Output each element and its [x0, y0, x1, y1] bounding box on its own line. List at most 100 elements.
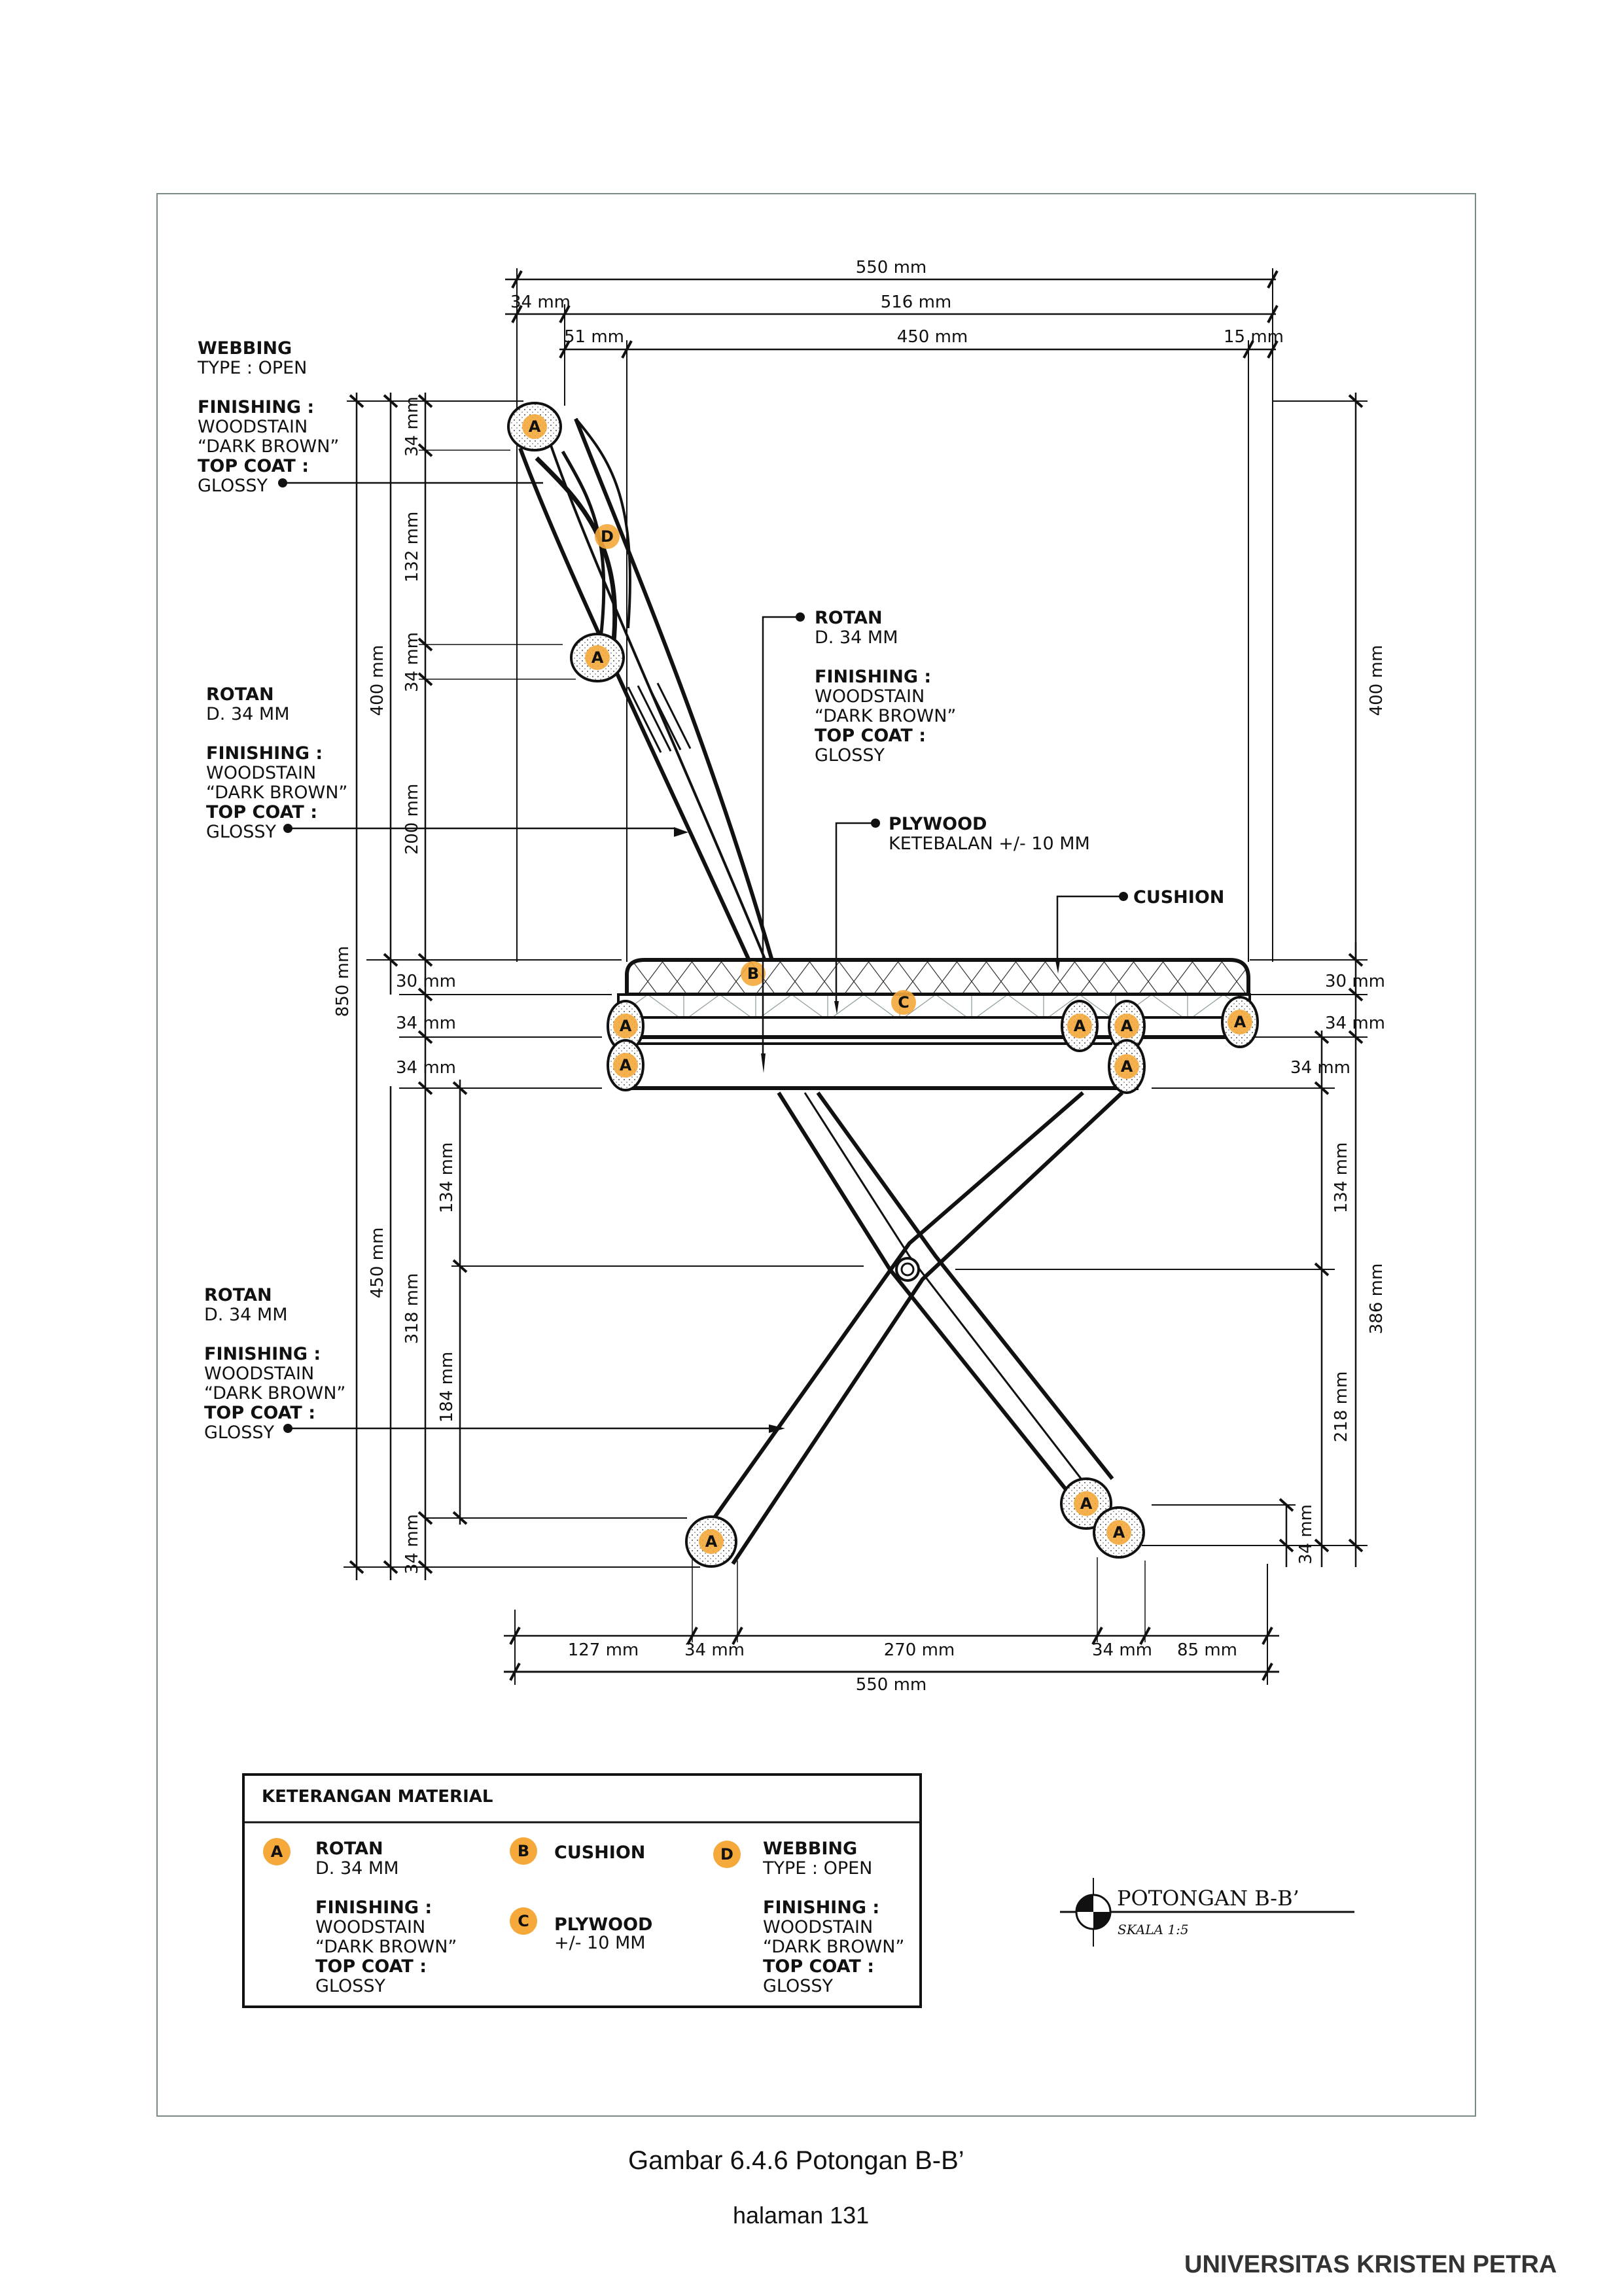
dim-left-leg-inner: 318 mm: [402, 1273, 422, 1345]
dim-top-overall: 550 mm: [856, 258, 927, 277]
dim-left-frame-rail: 34 mm: [396, 1058, 456, 1078]
dim-right-leg-total: 386 mm: [1367, 1263, 1386, 1335]
svg-text:TOP COAT :: TOP COAT :: [198, 456, 309, 476]
chair-section: [518, 417, 1251, 1565]
svg-text:GLOSSY: GLOSSY: [198, 476, 268, 496]
material-badge-label: A: [529, 417, 541, 436]
svg-text:“DARK BROWN”: “DARK BROWN”: [315, 1937, 457, 1957]
material-badge-label: A: [620, 1017, 632, 1035]
dim-left-foot: 34 mm: [402, 1514, 422, 1574]
svg-text:GLOSSY: GLOSSY: [815, 745, 885, 766]
callout-rotan-back: ROTAN D. 34 MM FINISHING : WOODSTAIN “DA…: [206, 684, 347, 842]
dim-left-leg-total: 450 mm: [368, 1227, 387, 1299]
material-badge-a: [613, 1014, 638, 1038]
svg-text:ROTAN: ROTAN: [315, 1839, 383, 1859]
material-badge-label: D: [601, 527, 614, 546]
material-legend: KETERANGAN MATERIAL A ROTAN D. 34 MM FIN…: [242, 1773, 922, 2008]
arrow-marker: [674, 827, 688, 837]
svg-text:FINISHING :: FINISHING :: [815, 667, 931, 687]
svg-text:PLYWOOD: PLYWOOD: [889, 814, 987, 834]
svg-text:“DARK BROWN”: “DARK BROWN”: [763, 1937, 904, 1957]
institution-name: UNIVERSITAS KRISTEN PETRA: [1184, 2251, 1557, 2278]
dim-left-back-gap: 132 mm: [402, 512, 422, 583]
material-badge-a: [1114, 1054, 1139, 1079]
svg-text:D. 34 MM: D. 34 MM: [206, 704, 290, 724]
material-badge-label: A: [1074, 1017, 1086, 1035]
section-marker-icon: [1075, 1894, 1112, 1930]
legend-item-b: B CUSHION: [510, 1837, 645, 1865]
material-badge-a: [585, 645, 610, 670]
material-badge-label: A: [1121, 1057, 1133, 1076]
dim-top-left-offset: 34 mm: [510, 292, 571, 312]
callout-rotan-center: ROTAN D. 34 MM FINISHING : WOODSTAIN “DA…: [815, 608, 956, 766]
section-title: POTONGAN B-B’: [1117, 1886, 1299, 1911]
dim-left-overall: 850 mm: [333, 946, 353, 1017]
material-badge-label: A: [620, 1056, 632, 1074]
material-badge-label: B: [747, 964, 759, 983]
right-dimensions: [955, 393, 1368, 1567]
svg-text:WOODSTAIN: WOODSTAIN: [204, 1364, 314, 1384]
dim-bottom-seg-3: 270 mm: [884, 1640, 955, 1660]
dim-right-leg-upper: 134 mm: [1332, 1142, 1351, 1214]
seat-rails: [628, 1035, 1243, 1090]
svg-text:TOP COAT :: TOP COAT :: [763, 1956, 874, 1977]
material-badge-label: A: [1234, 1013, 1246, 1031]
section-title-block: POTONGAN B-B’ SKALA 1:5: [1060, 1878, 1354, 1947]
material-badge-a: [1106, 1520, 1131, 1545]
svg-text:FINISHING :: FINISHING :: [315, 1898, 432, 1918]
callout-plywood: PLYWOOD KETEBALAN +/- 10 MM: [889, 814, 1090, 854]
svg-text:CUSHION: CUSHION: [1133, 887, 1224, 908]
cushion: [625, 958, 1250, 997]
dim-right-foot: 34 mm: [1296, 1504, 1316, 1564]
svg-text:ROTAN: ROTAN: [206, 684, 274, 705]
dim-right-leg-lower: 218 mm: [1332, 1371, 1351, 1443]
arrow-marker: [769, 1424, 785, 1433]
callout-webbing: WEBBING TYPE : OPEN FINISHING : WOODSTAI…: [197, 338, 339, 496]
legend-title: KETERANGAN MATERIAL: [262, 1787, 493, 1807]
dim-left-backrest: 400 mm: [368, 645, 387, 716]
svg-text:ROTAN: ROTAN: [815, 608, 883, 628]
dim-right-seat-rail: 34 mm: [1325, 1014, 1385, 1033]
svg-text:“DARK BROWN”: “DARK BROWN”: [815, 706, 956, 726]
dim-left-cushion: 30 mm: [396, 972, 456, 991]
dim-right-frame-rail: 34 mm: [1290, 1058, 1350, 1078]
svg-text:TYPE : OPEN: TYPE : OPEN: [197, 358, 307, 378]
dim-bottom-seg-1: 127 mm: [568, 1640, 639, 1660]
dim-right-cushion: 30 mm: [1325, 972, 1385, 991]
dim-left-back-lower: 200 mm: [402, 784, 422, 855]
callout-dots: [278, 478, 1128, 1433]
material-badge-label: A: [591, 648, 604, 667]
material-badge-a: [1114, 1014, 1139, 1038]
svg-text:+/- 10 MM: +/- 10 MM: [554, 1933, 646, 1953]
figure-caption: Gambar 6.4.6 Potongan B-B’: [628, 2146, 964, 2175]
svg-text:D. 34 MM: D. 34 MM: [204, 1305, 288, 1325]
svg-text:TOP COAT :: TOP COAT :: [815, 726, 926, 746]
page-number: halaman 131: [733, 2202, 870, 2229]
dim-top-seat: 450 mm: [897, 327, 968, 347]
dim-right-backrest: 400 mm: [1367, 645, 1386, 716]
material-badge-b: [741, 961, 766, 986]
dim-left-back-rail: 34 mm: [402, 632, 422, 692]
svg-text:D. 34 MM: D. 34 MM: [815, 627, 898, 648]
callout-rotan-leg: ROTAN D. 34 MM FINISHING : WOODSTAIN “DA…: [204, 1285, 345, 1443]
legs: [698, 1091, 1124, 1565]
dim-bottom-seg-5: 85 mm: [1177, 1640, 1237, 1660]
svg-text:B: B: [518, 1842, 529, 1860]
material-badge-a: [522, 414, 547, 439]
material-badge-label: A: [1113, 1523, 1125, 1542]
svg-text:WEBBING: WEBBING: [763, 1839, 857, 1859]
svg-text:FINISHING :: FINISHING :: [198, 397, 314, 417]
svg-text:GLOSSY: GLOSSY: [315, 1976, 386, 1996]
material-badge-label: A: [705, 1532, 718, 1551]
svg-text:WOODSTAIN: WOODSTAIN: [315, 1917, 425, 1937]
dim-left-back-top: 34 mm: [402, 397, 422, 457]
svg-text:GLOSSY: GLOSSY: [763, 1976, 834, 1996]
material-badge-label: C: [898, 993, 909, 1012]
leader-arrows: [761, 961, 1060, 1073]
material-badge-a: [699, 1529, 724, 1554]
dim-top-right-offset: 15 mm: [1224, 327, 1284, 347]
svg-text:FINISHING :: FINISHING :: [204, 1344, 321, 1364]
svg-text:KETEBALAN +/- 10 MM: KETEBALAN +/- 10 MM: [889, 834, 1090, 854]
